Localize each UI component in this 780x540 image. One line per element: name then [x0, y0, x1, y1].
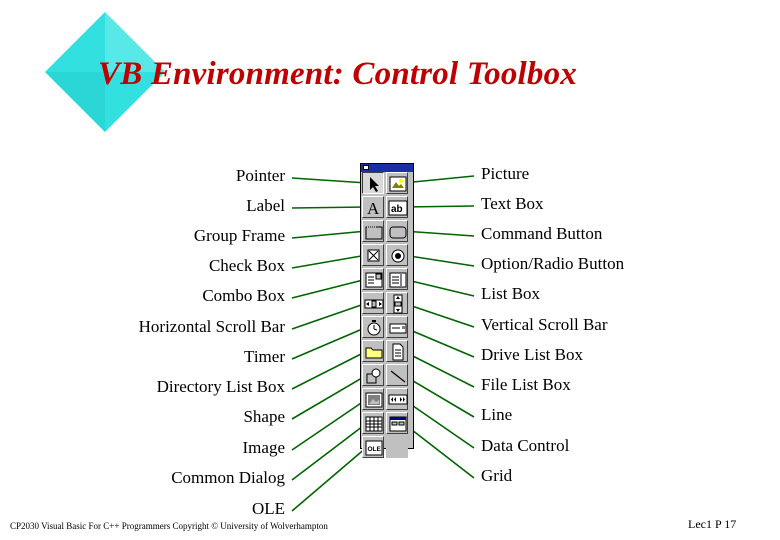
label-drive-list-box: Drive List Box	[481, 345, 583, 364]
vscrollbar-icon[interactable]	[386, 292, 408, 314]
label-list-box: List Box	[481, 284, 541, 303]
leader-line-data-control	[402, 398, 475, 449]
page-number: Lec1 P 17	[688, 517, 737, 531]
label-pointer: Pointer	[235, 166, 285, 185]
picture-icon[interactable]	[386, 172, 408, 194]
pointer-icon[interactable]	[362, 172, 384, 194]
leader-line-ole	[291, 446, 368, 512]
label-command-button: Command Button	[481, 224, 603, 243]
label-file-list-box: File List Box	[481, 375, 571, 394]
label-directory-list-box: Directory List Box	[156, 377, 285, 396]
label-image: Image	[242, 438, 285, 457]
label-picture: Picture	[481, 164, 530, 183]
timer-icon[interactable]	[362, 316, 384, 338]
label-ole: OLE	[251, 499, 285, 518]
label-label: Label	[246, 196, 285, 215]
toolbox-empty-slot	[386, 436, 408, 458]
label-option-radio-button: Option/Radio Button	[481, 254, 625, 273]
decorative-diamond-icon	[45, 12, 165, 132]
option-button-icon[interactable]	[386, 244, 408, 266]
svg-text:OLE: OLE	[368, 446, 382, 453]
leader-line-group-frame	[291, 230, 368, 239]
leader-line-line	[402, 374, 475, 418]
leader-line-text-box	[402, 205, 475, 208]
leader-line-horizontal-scroll-bar	[291, 302, 368, 330]
leader-line-command-button	[402, 230, 475, 237]
line-icon[interactable]	[386, 364, 408, 386]
leader-line-shape	[291, 374, 368, 420]
label-vertical-scroll-bar: Vertical Scroll Bar	[481, 315, 608, 334]
leader-line-grid	[402, 422, 475, 479]
leader-line-file-list-box	[402, 350, 475, 388]
checkbox-icon[interactable]	[362, 244, 384, 266]
file-listbox-icon[interactable]	[386, 340, 408, 362]
leader-line-picture	[402, 175, 475, 184]
leader-line-combo-box	[291, 278, 368, 299]
label-group-frame: Group Frame	[193, 226, 285, 245]
frame-icon[interactable]	[362, 220, 384, 242]
command-button-icon[interactable]	[386, 220, 408, 242]
label-grid: Grid	[481, 466, 513, 485]
label-data-control: Data Control	[481, 436, 570, 455]
leader-line-vertical-scroll-bar	[402, 302, 475, 328]
data-control-icon[interactable]	[386, 388, 408, 410]
label-timer: Timer	[244, 347, 285, 366]
svg-text:ab: ab	[391, 204, 403, 215]
leader-line-pointer	[291, 177, 368, 184]
drive-listbox-icon[interactable]	[386, 316, 408, 338]
listbox-icon[interactable]	[386, 268, 408, 290]
combobox-icon[interactable]	[362, 268, 384, 290]
label-shape: Shape	[243, 407, 285, 426]
footer-text: CP2030 Visual Basic For C++ Programmers …	[10, 521, 328, 531]
hscrollbar-icon[interactable]	[362, 292, 384, 314]
label-icon[interactable]: A	[362, 196, 384, 218]
label-horizontal-scroll-bar: Horizontal Scroll Bar	[138, 317, 285, 336]
label-text-box: Text Box	[481, 194, 544, 213]
ole-icon[interactable]: OLE	[362, 436, 384, 458]
textbox-icon[interactable]: ab	[386, 196, 408, 218]
leader-line-label	[291, 206, 368, 209]
leader-line-drive-list-box	[402, 326, 475, 358]
svg-text:A: A	[367, 199, 380, 218]
leader-line-common-dialog	[291, 422, 368, 481]
leader-line-list-box	[402, 278, 475, 297]
shape-icon[interactable]	[362, 364, 384, 386]
label-check-box: Check Box	[208, 256, 285, 275]
dir-listbox-icon[interactable]	[362, 340, 384, 362]
label-combo-box: Combo Box	[202, 286, 285, 305]
label-common-dialog: Common Dialog	[171, 468, 285, 487]
grid-icon[interactable]	[362, 412, 384, 434]
toolbox-control-menu-icon[interactable]	[363, 165, 369, 170]
toolbox-titlebar	[361, 164, 413, 172]
leader-line-image	[291, 398, 368, 451]
leader-line-option-radio-button	[402, 254, 475, 267]
leader-line-check-box	[291, 254, 368, 269]
common-dialog-icon[interactable]	[386, 412, 408, 434]
leader-line-timer	[291, 326, 368, 360]
image-icon[interactable]	[362, 388, 384, 410]
leader-line-directory-list-box	[291, 350, 368, 390]
slide-title: VB Environment: Control Toolbox	[98, 56, 578, 92]
label-line: Line	[481, 405, 513, 424]
